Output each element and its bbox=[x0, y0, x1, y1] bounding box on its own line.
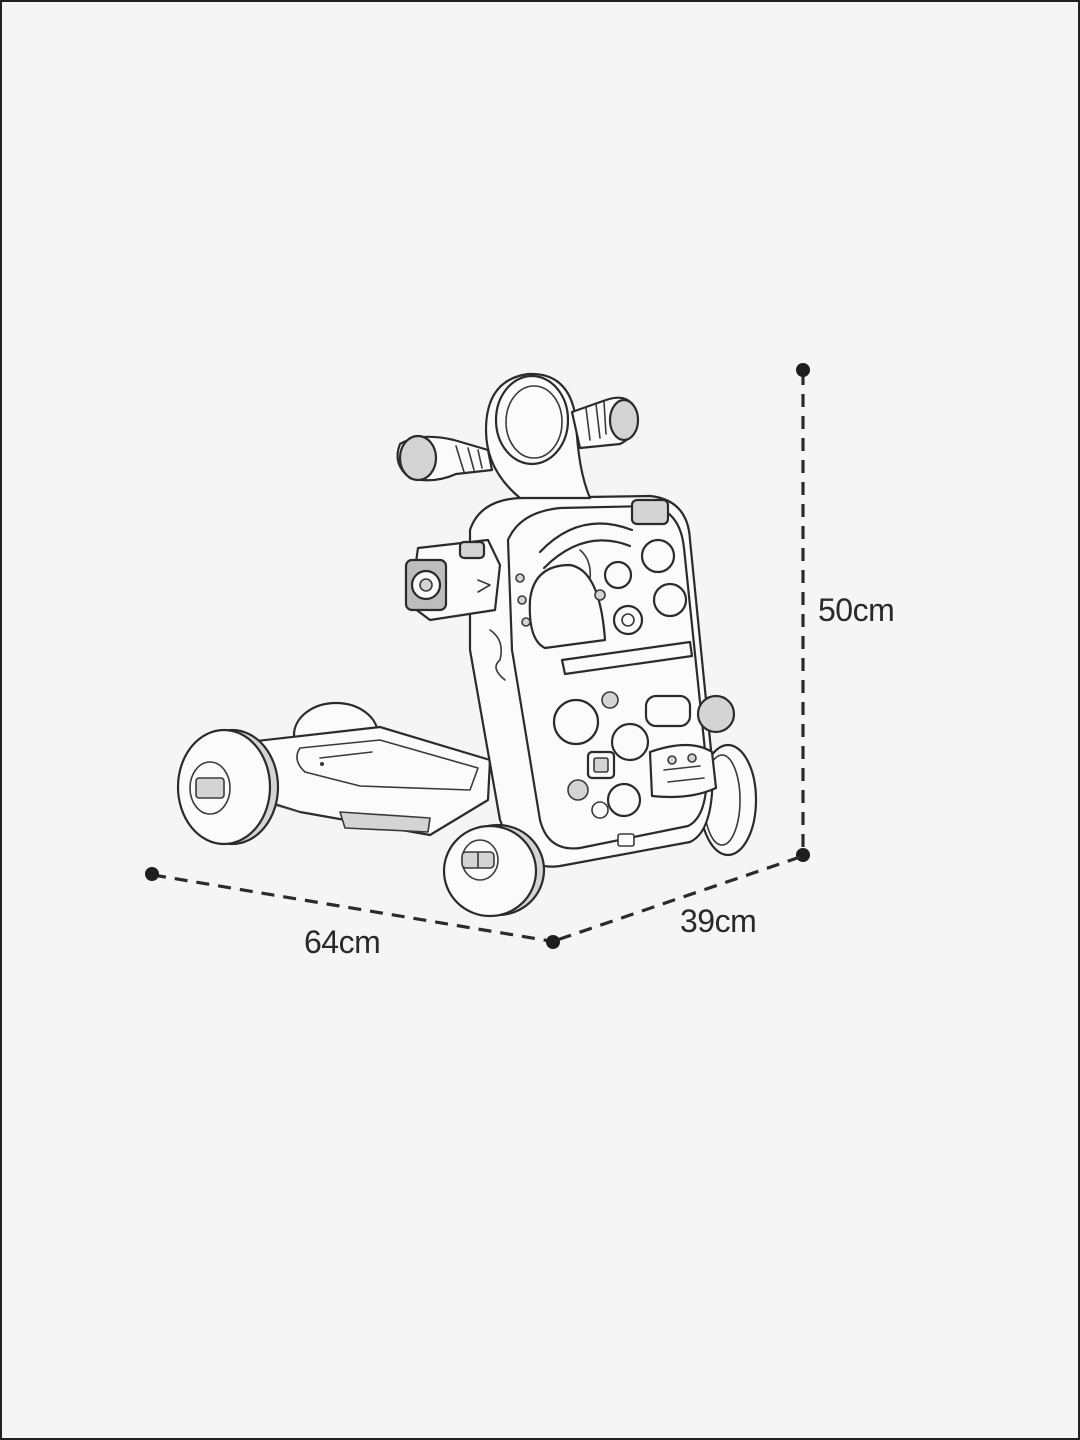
side-gear-toy bbox=[404, 538, 502, 622]
height-label: 50cm bbox=[818, 592, 895, 628]
length-right-dot bbox=[546, 935, 560, 949]
front-right-wheel bbox=[442, 823, 546, 918]
height-dimension-line bbox=[796, 363, 810, 862]
length-label: 64cm bbox=[304, 924, 381, 960]
length-left-dot bbox=[145, 867, 159, 881]
height-top-dot bbox=[796, 363, 810, 377]
walker-handle bbox=[396, 372, 640, 500]
height-bottom-dot bbox=[796, 848, 810, 862]
length-dimension-line bbox=[145, 867, 560, 949]
depth-label: 39cm bbox=[680, 903, 757, 939]
walker-base bbox=[246, 725, 492, 837]
front-left-wheel bbox=[176, 728, 280, 846]
walker-illustration bbox=[176, 372, 758, 918]
depth-dimension-line bbox=[556, 855, 801, 942]
activity-panel bbox=[404, 494, 736, 868]
